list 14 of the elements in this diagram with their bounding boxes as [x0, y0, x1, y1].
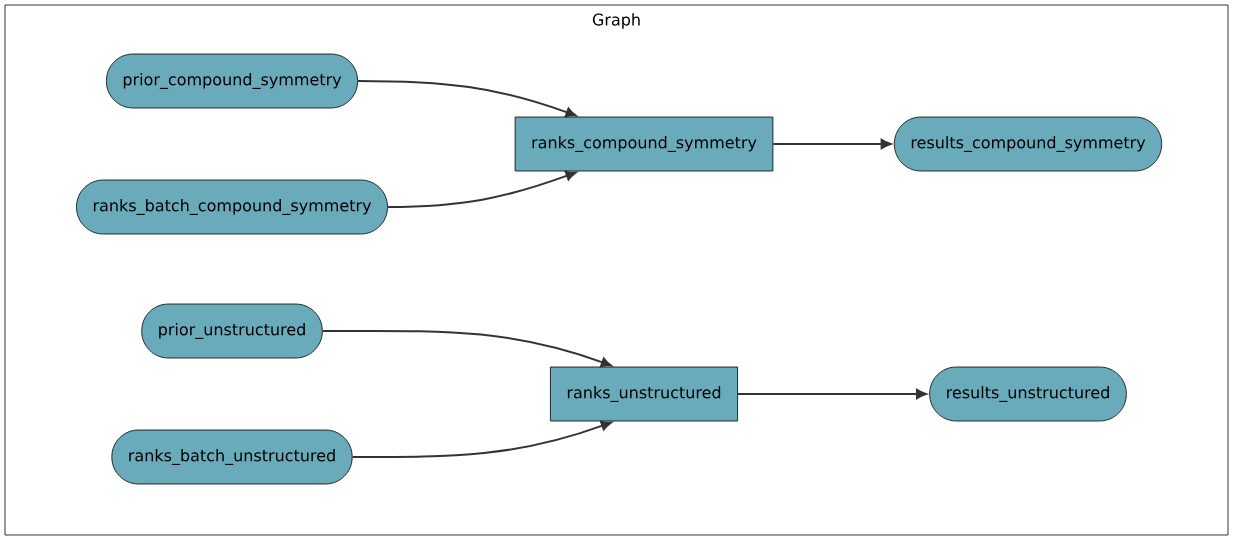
data-node: results_compound_symmetry	[893, 116, 1163, 172]
arrow	[772, 138, 892, 150]
data-node: prior_unstructured	[141, 303, 323, 359]
data-node: results_unstructured	[929, 366, 1127, 422]
process-box: ranks_unstructured	[550, 366, 738, 422]
arrow	[357, 80, 577, 118]
process-box: ranks_compound_symmetry	[514, 116, 774, 172]
data-node: prior_compound_symmetry	[106, 53, 359, 109]
data-node: ranks_batch_unstructured	[111, 429, 353, 485]
arrow	[321, 329, 612, 368]
arrow	[737, 388, 927, 400]
arrow	[386, 170, 577, 208]
data-node: ranks_batch_compound_symmetry	[76, 179, 388, 235]
arrow	[351, 420, 612, 458]
